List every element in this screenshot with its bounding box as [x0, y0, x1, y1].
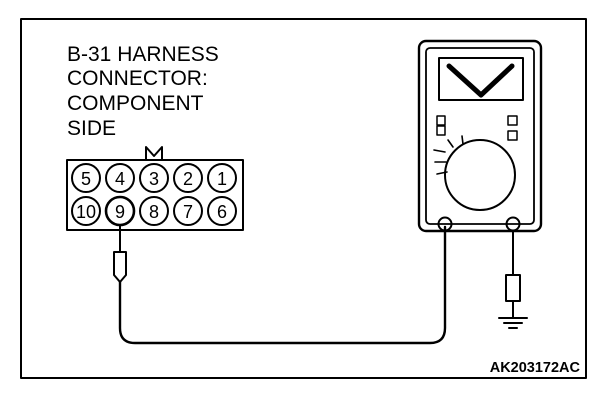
- connector-lock-tab: [145, 146, 163, 161]
- pin-4: [105, 163, 135, 193]
- meter-switch-left: [436, 115, 446, 126]
- meter-switch-right-bottom: [507, 130, 518, 141]
- connector-label-line-4: SIDE: [67, 117, 116, 140]
- diagram-frame: [20, 18, 587, 379]
- meter-outer-case: [417, 39, 543, 233]
- meter-display-v: [446, 63, 515, 98]
- pin-6: [207, 196, 237, 226]
- multimeter: V: [417, 39, 543, 233]
- connector-housing: [66, 159, 244, 231]
- probe-body: [113, 251, 127, 283]
- pin-row-top: [71, 163, 237, 193]
- pin-7: [173, 196, 203, 226]
- connector-label-line-3: COMPONENT: [67, 92, 204, 115]
- pin-label-10: 10: [76, 202, 96, 222]
- pin-row-bottom: [71, 195, 237, 227]
- pin-label-7: 7: [183, 202, 193, 222]
- meter-switch-right-top: [507, 115, 518, 126]
- pin-label-1: 1: [217, 169, 227, 189]
- meter-display: [438, 57, 524, 101]
- pin-label-2: 2: [183, 169, 193, 189]
- pin-1: [207, 163, 237, 193]
- pin-label-6: 6: [217, 202, 227, 222]
- pin-3: [139, 163, 169, 193]
- connector-label-line-2: CONNECTOR:: [67, 67, 208, 90]
- pin-5: [71, 163, 101, 193]
- pin-2: [173, 163, 203, 193]
- drawing-code: AK203172AC: [490, 360, 581, 376]
- meter-inner-case: [425, 47, 535, 225]
- pin-label-4: 4: [115, 169, 125, 189]
- harness-connector: 5 4 3 2 1 10 9 8 7 6: [66, 146, 244, 231]
- pin-label-9: 9: [115, 202, 125, 222]
- connector-label: B-31 HARNESS CONNECTOR: COMPONENT SIDE: [67, 43, 223, 140]
- pin-label-3: 3: [149, 169, 159, 189]
- ground-lead: [498, 230, 528, 329]
- test-lead-wire: [118, 225, 447, 345]
- pin-8: [139, 196, 169, 226]
- meter-terminal-left: [437, 216, 453, 232]
- meter-dial: [444, 139, 516, 211]
- probe-pin-9: [113, 224, 127, 283]
- ground-resistor: [505, 274, 521, 302]
- pin-10: [71, 196, 101, 226]
- connector-label-line-1: B-31 HARNESS: [67, 43, 219, 66]
- meter-switch-left-lower: [436, 125, 446, 136]
- pin-label-8: 8: [149, 202, 159, 222]
- meter-dial-ticks: [433, 135, 464, 175]
- meter-display-value: V: [481, 89, 482, 91]
- pin-label-5: 5: [81, 169, 91, 189]
